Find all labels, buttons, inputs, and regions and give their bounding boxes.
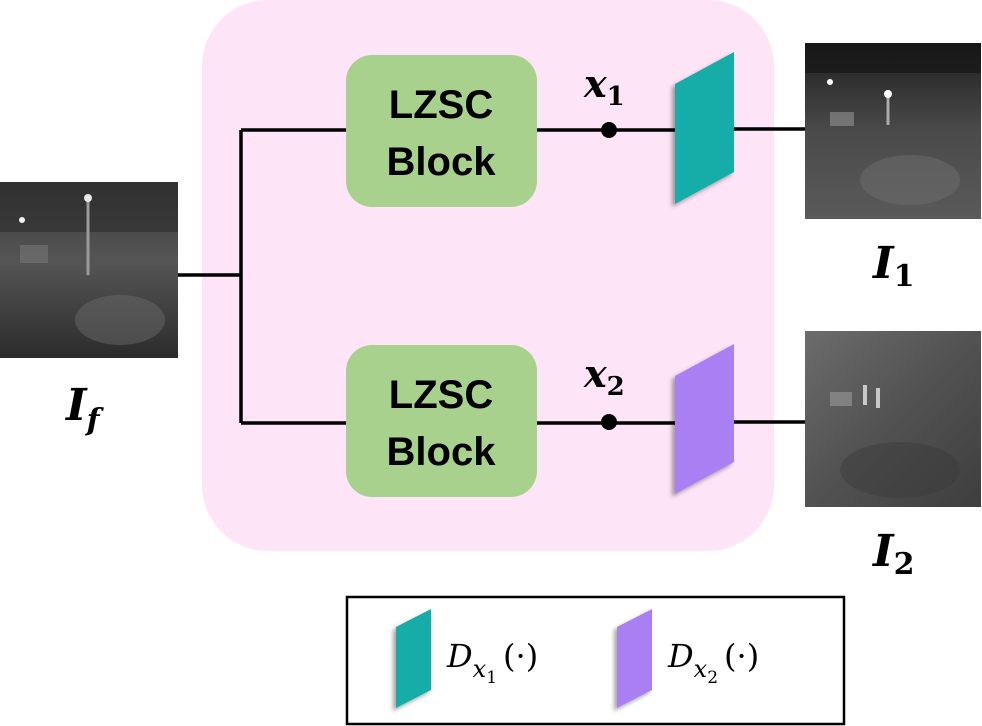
output-image-2 <box>805 331 981 507</box>
module-background <box>202 0 774 551</box>
output-image-1 <box>805 43 981 219</box>
lzsc-block-2: LZSC Block <box>346 345 537 497</box>
lzsc-block-2-line2: Block <box>387 430 497 474</box>
legend-label-1: Dx1(·) <box>446 637 538 688</box>
legend-swatch-2 <box>617 609 652 708</box>
legend-label-2: Dx2(·) <box>667 637 759 688</box>
feature-dot-2 <box>601 414 617 430</box>
input-image <box>0 182 178 358</box>
output-label-1: I1 <box>871 238 914 294</box>
legend-swatch-1 <box>396 609 431 708</box>
lzsc-block-2-line1: LZSC <box>389 373 493 417</box>
decoder-1 <box>675 52 734 204</box>
legend: Dx1(·) Dx2(·) <box>345 595 846 726</box>
feature-label-2: x2 <box>583 351 625 402</box>
decoder-2 <box>675 344 734 494</box>
lzsc-block-1-line1: LZSC <box>389 83 493 127</box>
lzsc-block-1-line2: Block <box>387 140 497 184</box>
feature-label-1: x1 <box>583 61 625 112</box>
lzsc-block-1: LZSC Block <box>346 55 537 207</box>
feature-dot-1 <box>601 122 617 138</box>
output-label-2: I2 <box>871 526 914 582</box>
input-label: If <box>64 380 105 438</box>
